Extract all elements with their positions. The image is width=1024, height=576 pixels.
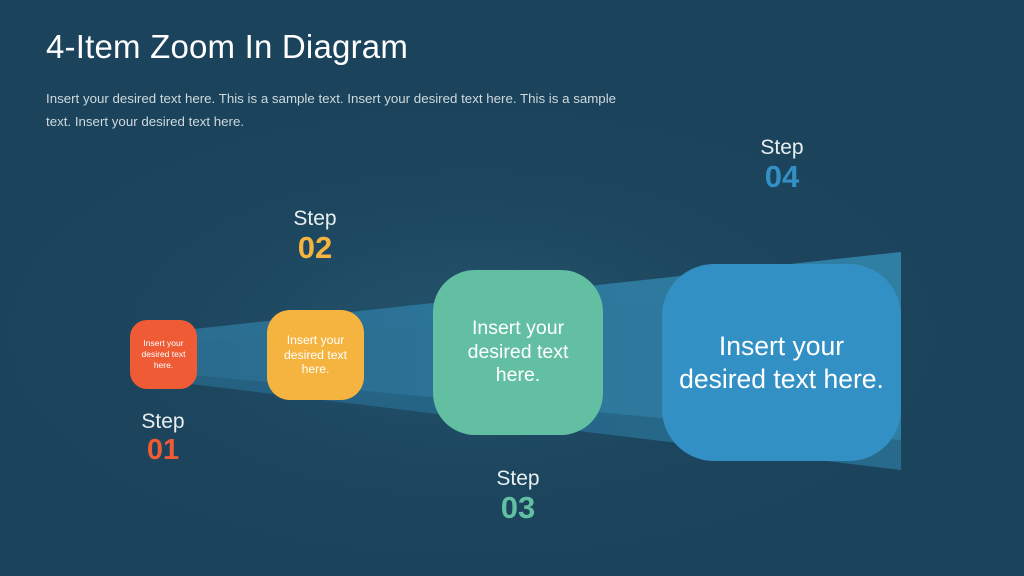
step-label-04-number: 04 [764,158,800,194]
step-label-03-word: Step [496,467,540,490]
step-label-02-word: Step [293,207,337,230]
step-box-04-text: Insert your desired text here. [679,331,884,394]
page-title: 4-Item Zoom In Diagram [46,28,409,65]
step-box-03[interactable]: Insert your desired text here. [433,270,603,435]
step-label-01-word: Step [141,410,185,433]
step-label-01-number: 01 [146,433,180,466]
step-box-02[interactable]: Insert your desired text here. [267,310,364,400]
step-box-01-text: Insert your desired text here. [141,337,186,371]
slide-header: 4-Item Zoom In Diagram Insert your desir… [46,28,686,134]
step-box-03-text: Insert your desired text here. [467,316,569,387]
step-label-03: Step 03 [474,468,562,524]
step-label-03-number: 03 [500,489,536,525]
step-box-04[interactable]: Insert your desired text here. [662,264,901,461]
step-box-02-text: Insert your desired text here. [283,332,347,377]
step-label-01: Step 01 [119,411,207,465]
step-label-02: Step 02 [271,208,359,264]
page-subtitle: Insert your desired text here. This is a… [46,90,617,129]
step-label-04: Step 04 [738,137,826,193]
step-box-01[interactable]: Insert your desired text here. [130,320,197,389]
step-label-04-word: Step [760,136,804,159]
step-label-02-number: 02 [297,229,333,265]
